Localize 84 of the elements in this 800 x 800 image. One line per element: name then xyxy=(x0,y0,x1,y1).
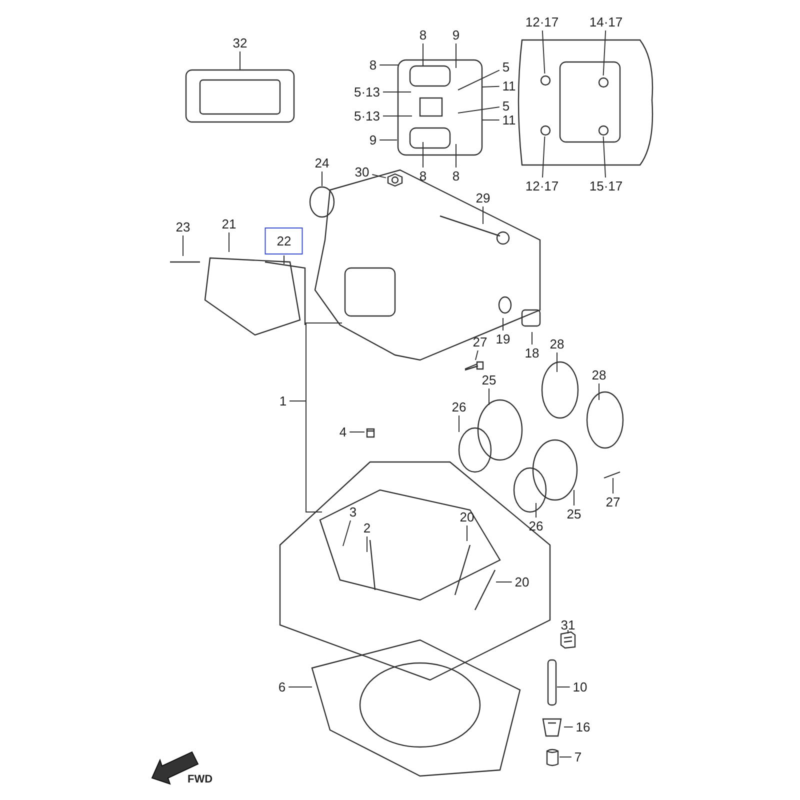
direction-label: FWD xyxy=(186,772,214,788)
nut-drawing xyxy=(387,173,403,187)
leader-line xyxy=(559,756,572,758)
leader-line xyxy=(542,30,546,74)
callout-number: 8 xyxy=(450,168,462,184)
callout-number: 18 xyxy=(522,346,542,360)
callout-number: 1 xyxy=(277,394,289,408)
callout-number: 2 xyxy=(361,520,373,536)
leader-line xyxy=(488,388,490,406)
bolt-head-drawing xyxy=(540,124,550,136)
leader-line xyxy=(475,350,478,360)
leader-line xyxy=(598,383,600,400)
bolt-drawing xyxy=(464,361,484,371)
callout-number: 3 xyxy=(347,504,359,520)
leader-line xyxy=(422,142,424,168)
callout-number: 11 xyxy=(500,112,518,128)
callout-number: 28 xyxy=(548,336,566,352)
callout-number: 5·13 xyxy=(352,108,382,124)
leader-line xyxy=(342,520,351,546)
callout-number: 8 xyxy=(417,168,429,184)
callout-number: 21 xyxy=(220,216,238,232)
callout-number: 5 xyxy=(500,98,512,114)
leader-line xyxy=(482,86,500,88)
leader-line xyxy=(612,478,614,494)
leader-line xyxy=(502,318,504,331)
bolt-head-drawing xyxy=(540,74,550,86)
callout-number: 30 xyxy=(352,164,372,180)
pin-drawing xyxy=(366,426,374,438)
callout-number: 26 xyxy=(450,400,468,414)
bolt-head-drawing xyxy=(598,124,608,136)
callout-number: 20 xyxy=(512,574,532,590)
callout-number: 12·17 xyxy=(523,178,561,194)
callout-number: 8 xyxy=(417,28,429,42)
leader-line xyxy=(602,136,606,178)
callout-number: 24 xyxy=(312,156,332,170)
leader-line xyxy=(564,726,574,728)
leader-line xyxy=(422,43,424,66)
callout-number: 23 xyxy=(174,220,192,234)
leader-line xyxy=(458,415,460,432)
callout-number: 10 xyxy=(570,680,590,694)
leader-line xyxy=(182,235,184,256)
callout-number: 25 xyxy=(564,506,584,522)
callout-number: 14·17 xyxy=(587,14,625,30)
callout-number: 8 xyxy=(367,58,379,72)
callout-number: 22 xyxy=(264,228,304,254)
callout-number: 9 xyxy=(450,28,462,42)
callout-number: 27 xyxy=(604,494,622,510)
callout-number: 15·17 xyxy=(587,178,625,194)
leader-line xyxy=(289,400,322,512)
leader-line xyxy=(458,106,500,114)
callout-number: 25 xyxy=(480,372,498,388)
callout-number: 26 xyxy=(526,518,546,534)
leader-line xyxy=(288,686,312,688)
leader-line xyxy=(556,686,570,688)
callout-number: 29 xyxy=(474,190,492,206)
callout-number: 11 xyxy=(500,78,518,94)
callout-number: 16 xyxy=(574,720,592,734)
callout-number: 32 xyxy=(230,36,250,50)
block-drawing xyxy=(560,631,576,649)
leader-line xyxy=(458,70,500,90)
callout-number: 7 xyxy=(572,750,584,764)
leader-line xyxy=(466,525,468,542)
callout-number: 12·17 xyxy=(523,14,561,30)
callout-number: 5·13 xyxy=(352,84,382,100)
callout-number: 4 xyxy=(337,424,349,440)
leader-line xyxy=(556,352,558,372)
callout-number: 9 xyxy=(367,132,379,148)
leader-line xyxy=(379,64,398,66)
leader-line xyxy=(366,536,368,552)
leader-line xyxy=(482,206,484,224)
leader-line xyxy=(228,232,230,252)
nut-drawing xyxy=(541,716,563,738)
callout-number: 28 xyxy=(590,368,608,382)
callout-number: 5 xyxy=(500,60,512,74)
leader-line xyxy=(602,30,606,76)
callout-number: 6 xyxy=(276,680,288,694)
leader-line xyxy=(372,174,386,178)
callout-number: 31 xyxy=(558,618,578,632)
callout-number: 19 xyxy=(494,332,512,346)
dowel-drawing xyxy=(546,748,558,766)
callout-number: 27 xyxy=(470,334,490,350)
callout-number: 20 xyxy=(458,510,476,524)
leader-line xyxy=(542,136,546,178)
bolt-head-drawing xyxy=(598,76,608,88)
